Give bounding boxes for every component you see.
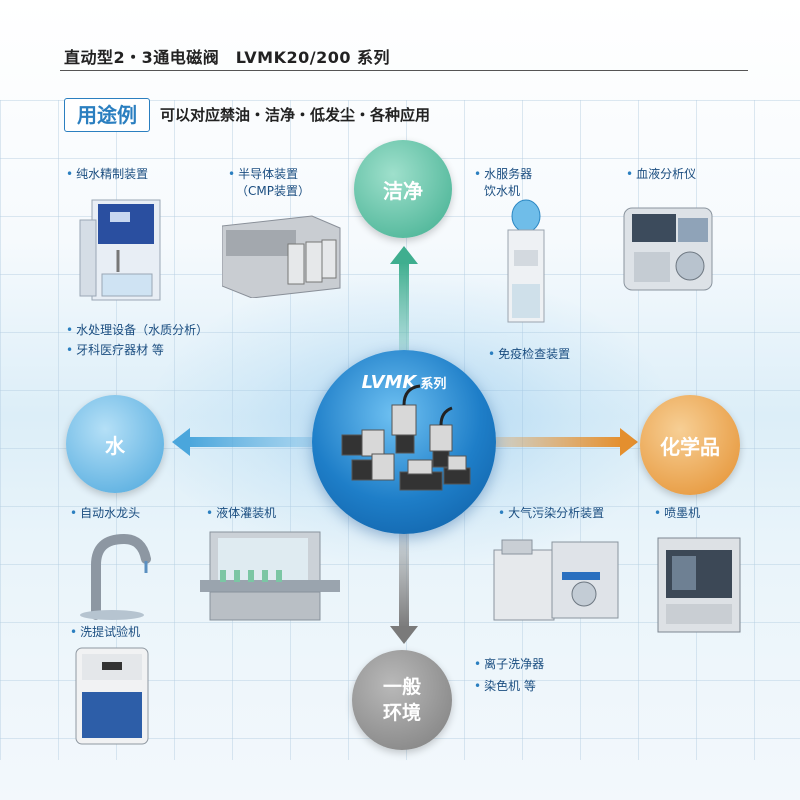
label-water-server: •水服务器饮水机 bbox=[474, 167, 533, 198]
title-divider bbox=[60, 70, 748, 71]
category-general-line2: 环境 bbox=[382, 702, 421, 724]
auto-faucet-image bbox=[80, 533, 151, 620]
label-auto-faucet-text: 自动水龙头 bbox=[80, 506, 141, 520]
semiconductor-device-image bbox=[222, 215, 341, 298]
label-semiconductor-sub: （CMP装置） bbox=[236, 184, 310, 198]
label-inkjet: •喷墨机 bbox=[654, 506, 701, 520]
series-suffix: 系列 bbox=[420, 377, 447, 392]
blood-analyzer-device-image bbox=[623, 207, 713, 291]
usage-example-box: 用途例 bbox=[64, 98, 150, 132]
label-semiconductor: •半导体装置（CMP装置） bbox=[228, 167, 310, 198]
label-pure-water-text: 纯水精制装置 bbox=[76, 167, 149, 181]
label-ion-cleaner-text: 离子洗净器 bbox=[484, 657, 545, 671]
liquid-filling-device-image bbox=[200, 531, 340, 621]
arrow-right bbox=[494, 428, 638, 456]
label-blood-analyzer-text: 血液分析仪 bbox=[636, 167, 697, 181]
category-general: 一般 环境 bbox=[352, 650, 452, 750]
air-pollution-device-image bbox=[493, 539, 619, 621]
label-water-server-sub: 饮水机 bbox=[484, 184, 521, 198]
label-dyeing: •染色机 等 bbox=[474, 679, 536, 693]
valve-products-image bbox=[341, 384, 471, 491]
label-air-pollution-text: 大气污染分析装置 bbox=[508, 506, 605, 520]
usage-description: 可以对应禁油・洁净・低发尘・各种应用 bbox=[160, 106, 431, 124]
pure-water-device-image bbox=[79, 199, 161, 301]
label-water-treatment-text: 水处理设备（水质分析） bbox=[76, 323, 209, 337]
inkjet-device-image bbox=[657, 537, 741, 633]
label-immune: •免疫检查装置 bbox=[488, 347, 571, 361]
label-ion-cleaner: •离子洗净器 bbox=[474, 657, 545, 671]
label-water-treatment: •水处理设备（水质分析） bbox=[66, 323, 209, 337]
category-clean: 洁净 bbox=[354, 140, 452, 238]
arrow-left bbox=[172, 428, 316, 456]
label-inkjet-text: 喷墨机 bbox=[664, 506, 701, 520]
label-washer-text: 洗提试验机 bbox=[80, 625, 141, 639]
label-auto-faucet: •自动水龙头 bbox=[70, 506, 141, 520]
category-water: 水 bbox=[66, 395, 164, 493]
label-washer: •洗提试验机 bbox=[70, 625, 141, 639]
label-pure-water: •纯水精制装置 bbox=[66, 167, 149, 181]
series-model: LVMK bbox=[361, 372, 417, 393]
label-water-server-text: 水服务器 bbox=[484, 167, 533, 181]
label-blood-analyzer: •血液分析仪 bbox=[626, 167, 697, 181]
label-dental: •牙科医疗器材 等 bbox=[66, 343, 164, 357]
label-immune-text: 免疫检查装置 bbox=[498, 347, 571, 361]
label-air-pollution: •大气污染分析装置 bbox=[498, 506, 605, 520]
category-chemical: 化学品 bbox=[640, 395, 740, 495]
arrow-down bbox=[390, 530, 418, 644]
arrow-up bbox=[390, 246, 418, 354]
label-liquid-filling-text: 液体灌装机 bbox=[216, 506, 277, 520]
category-general-line1: 一般 bbox=[382, 676, 421, 698]
label-dyeing-text: 染色机 等 bbox=[484, 679, 536, 693]
washer-device-image bbox=[75, 647, 149, 745]
label-dental-text: 牙科医疗器材 等 bbox=[76, 343, 164, 357]
label-liquid-filling: •液体灌装机 bbox=[206, 506, 277, 520]
water-server-device-image bbox=[507, 199, 545, 323]
page-title: 直动型2・3通电磁阀 LVMK20/200 系列 bbox=[64, 48, 391, 67]
label-semiconductor-text: 半导体装置 bbox=[238, 167, 299, 181]
